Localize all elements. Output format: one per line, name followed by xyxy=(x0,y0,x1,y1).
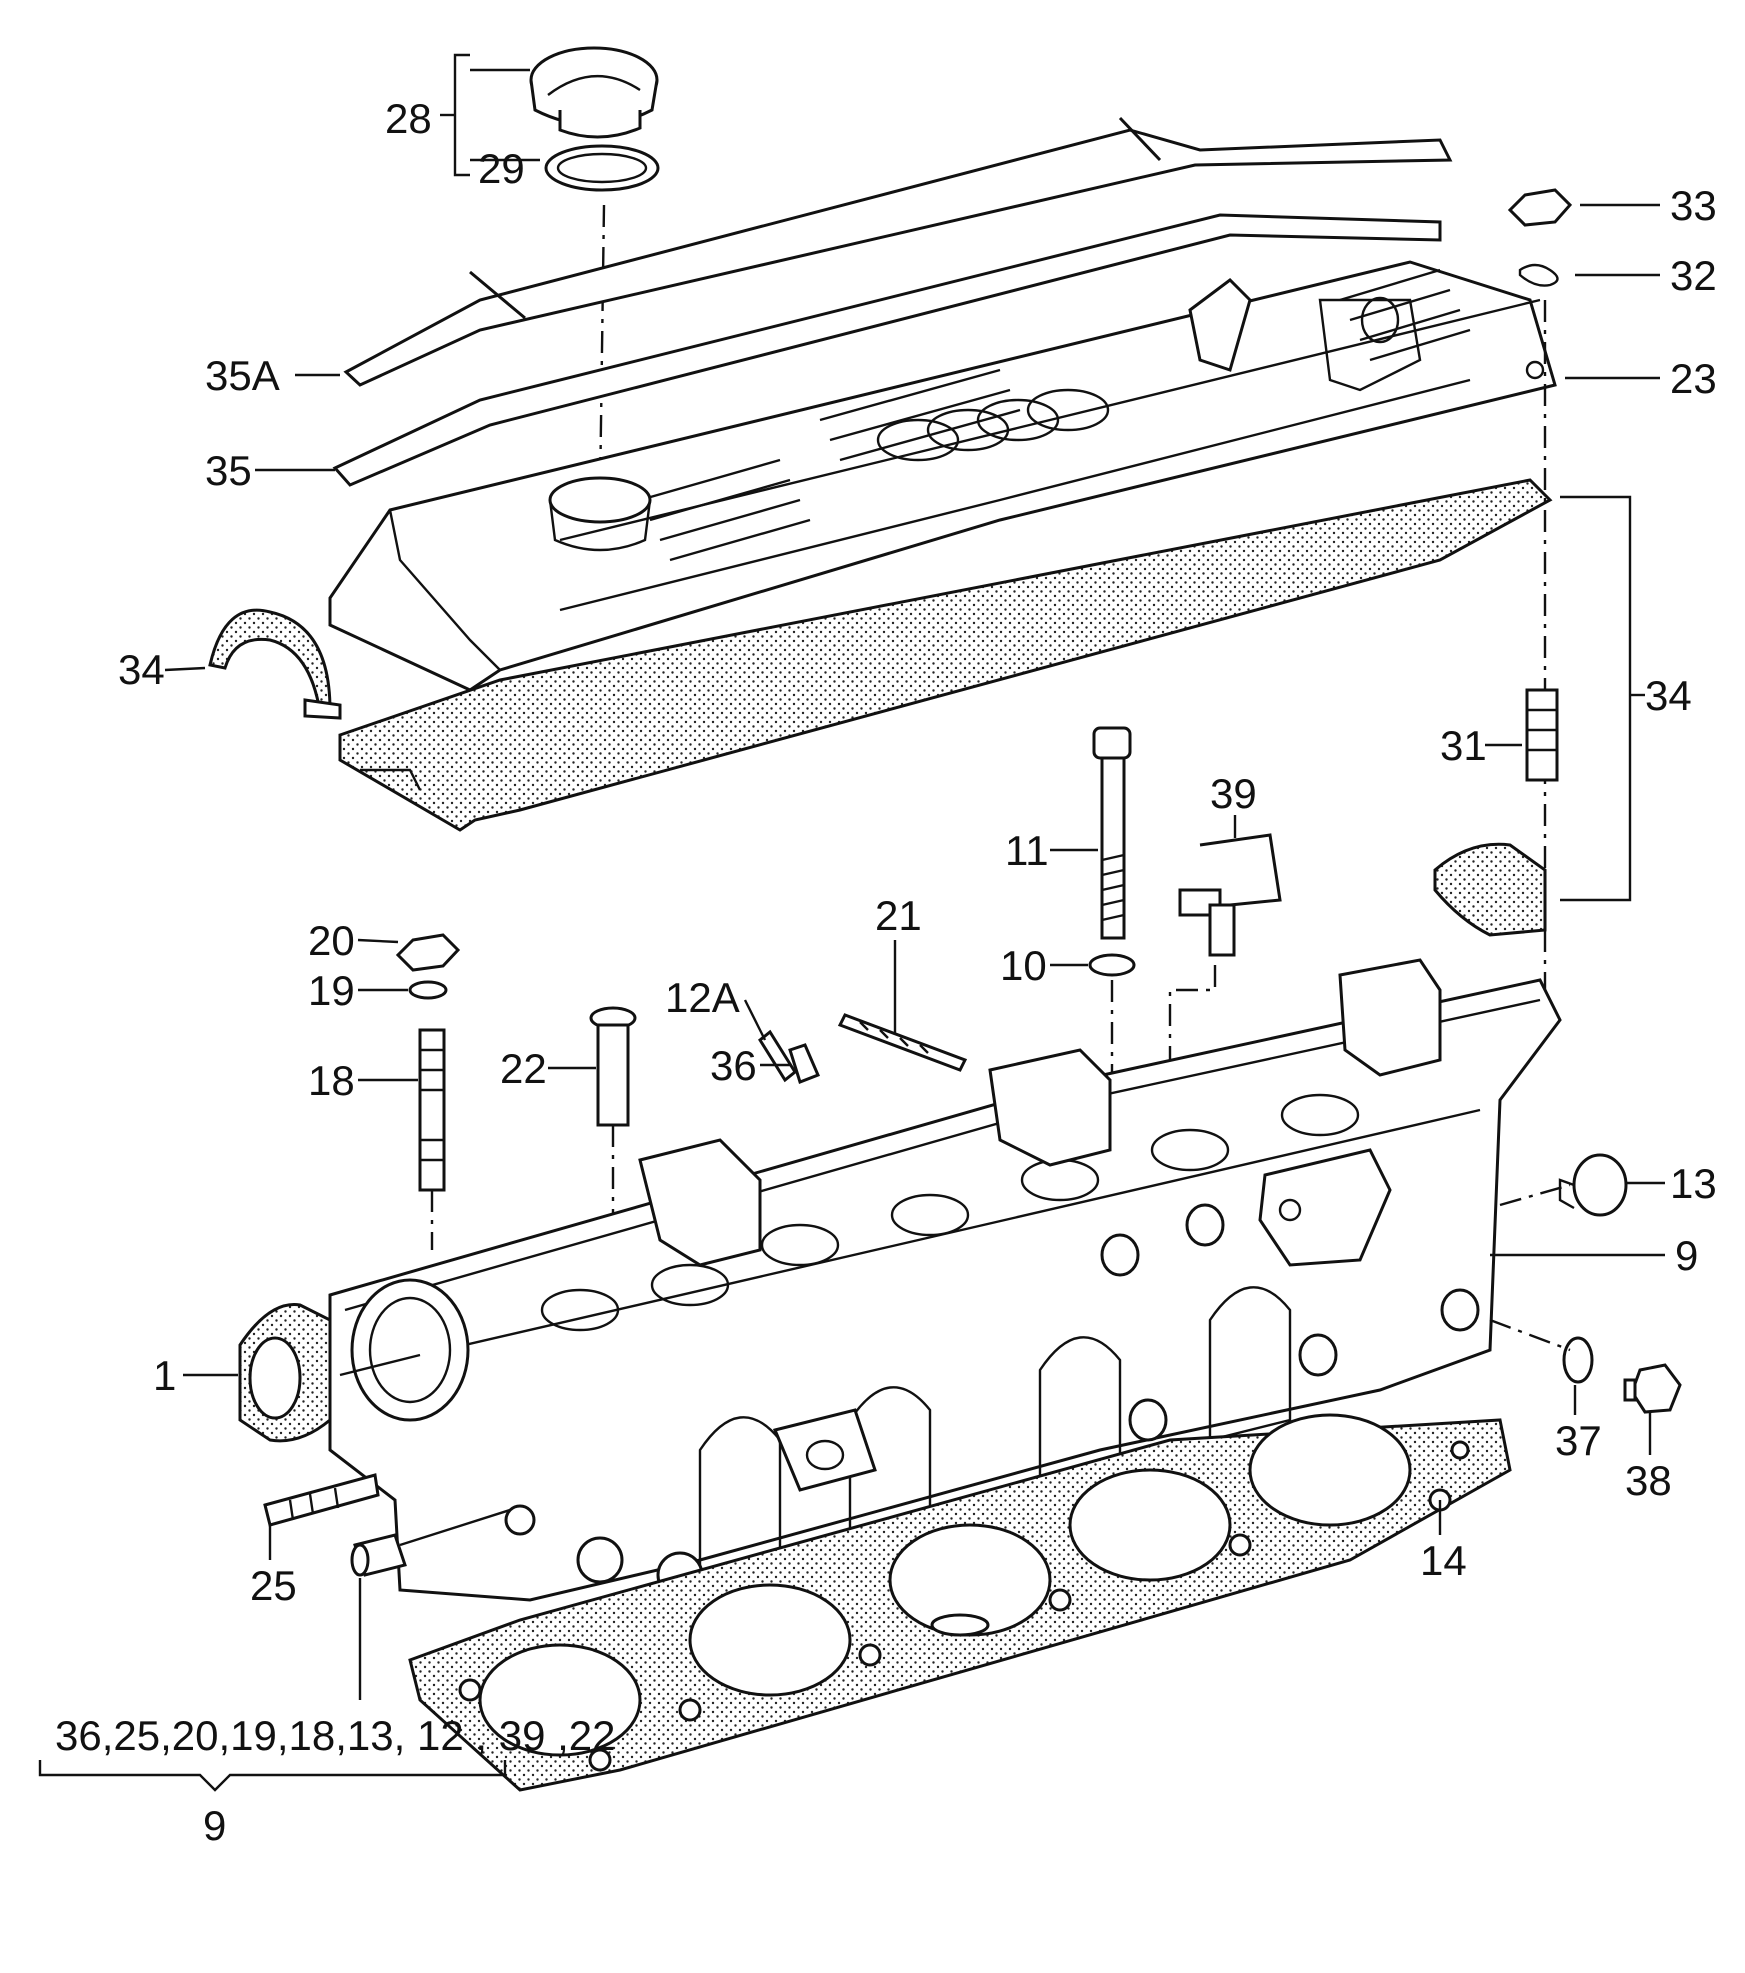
drain-washer xyxy=(1562,1336,1594,1384)
cover-gasket-35 xyxy=(332,213,1442,487)
label-36: 36 xyxy=(710,1042,757,1089)
camshaft-oil-seal xyxy=(238,1303,332,1443)
label-32: 32 xyxy=(1670,252,1717,299)
filler-cap-seal xyxy=(544,144,660,192)
oil-filler-cap xyxy=(529,46,659,139)
temp-sensor-plug xyxy=(788,1043,820,1084)
temp-sensor xyxy=(758,1029,797,1083)
valve-cover xyxy=(328,260,1557,692)
label-1: 1 xyxy=(153,1352,176,1399)
label-35: 35 xyxy=(205,447,252,494)
label-25: 25 xyxy=(250,1562,297,1609)
cylinder-head xyxy=(328,958,1562,1602)
sealing-plug xyxy=(1558,1153,1628,1217)
cover-washer xyxy=(1518,263,1559,287)
head-gasket xyxy=(408,1413,1512,1792)
label-10: 10 xyxy=(1000,942,1047,989)
label-37: 37 xyxy=(1555,1417,1602,1464)
label-13: 13 xyxy=(1670,1160,1717,1207)
cover-nut xyxy=(1507,188,1573,227)
label-18: 18 xyxy=(308,1057,355,1104)
bolt-washer xyxy=(1088,953,1136,977)
label-35A: 35A xyxy=(205,352,280,399)
stud-washer xyxy=(408,980,448,1000)
label-34-right: 34 xyxy=(1645,672,1692,719)
label-38: 38 xyxy=(1625,1457,1672,1504)
label-29: 29 xyxy=(478,145,525,192)
locating-stud xyxy=(263,1473,380,1527)
valve-guide xyxy=(589,1006,637,1127)
label-footer-items: 36,25,20,19,18,13, 12 , 39 ,22 xyxy=(55,1712,615,1759)
blanking-plug xyxy=(350,1533,407,1577)
head-bolt xyxy=(1092,726,1132,940)
label-20: 20 xyxy=(308,917,355,964)
leader-lines xyxy=(38,53,1665,1792)
manifold-stud xyxy=(837,1013,968,1072)
half-moon-seal-right xyxy=(1433,842,1547,937)
valve-cover-lower-gasket xyxy=(338,478,1553,832)
label-14: 14 xyxy=(1420,1537,1467,1584)
label-23: 23 xyxy=(1670,355,1717,402)
label-12A: 12A xyxy=(665,974,740,1021)
label-33: 33 xyxy=(1670,182,1717,229)
label-9: 9 xyxy=(1675,1232,1698,1279)
part-labels: 28 29 35A 35 34 33 32 23 34 31 39 11 21 … xyxy=(55,95,1717,1849)
drain-plug xyxy=(1623,1363,1682,1414)
label-19: 19 xyxy=(308,967,355,1014)
stud-bolt xyxy=(418,1028,446,1192)
label-34-left: 34 xyxy=(118,646,165,693)
cap-nut xyxy=(395,933,461,972)
cover-gasket-35A xyxy=(343,116,1453,387)
vacuum-hose xyxy=(1178,833,1282,957)
half-moon-seal-left xyxy=(208,608,342,720)
label-39: 39 xyxy=(1210,770,1257,817)
label-28: 28 xyxy=(385,95,432,142)
label-31: 31 xyxy=(1440,722,1487,769)
label-footer-group: 9 xyxy=(203,1802,226,1849)
cover-stud xyxy=(1525,688,1559,782)
label-22: 22 xyxy=(500,1045,547,1092)
label-21: 21 xyxy=(875,892,922,939)
label-11: 11 xyxy=(1005,827,1049,874)
